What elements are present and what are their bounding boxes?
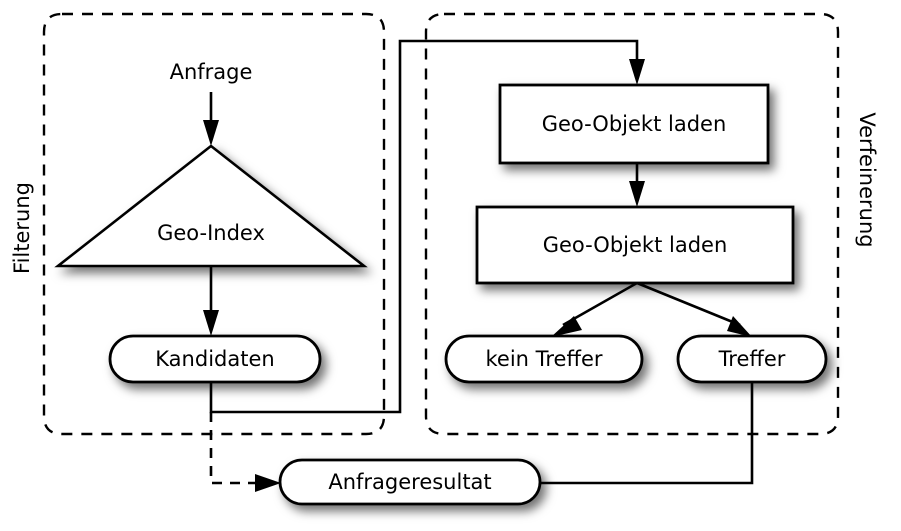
node-geo-objekt-laden-2[interactable]: Geo-Objekt laden xyxy=(475,205,795,285)
node-geo-objekt-laden-1[interactable]: Geo-Objekt laden xyxy=(498,83,770,165)
node-kandidaten[interactable]: Kandidaten xyxy=(108,334,322,384)
arrow-head-icon xyxy=(629,59,645,85)
geo-objekt-laden-2-shape xyxy=(475,205,795,285)
node-treffer[interactable]: Treffer xyxy=(676,334,828,384)
arrow-head-icon xyxy=(551,316,582,337)
node-kein-treffer[interactable]: kein Treffer xyxy=(444,334,644,384)
edge-geo-objekt-laden-2-to-treffer xyxy=(636,281,752,337)
edge-line xyxy=(209,39,639,414)
kandidaten-shape xyxy=(108,334,322,384)
phase-verfeinerung-label: Verfeinerung xyxy=(855,112,879,247)
node-treffer-label: Treffer xyxy=(718,347,786,371)
node-anfrage[interactable]: Anfrage xyxy=(170,60,253,84)
edge-line xyxy=(636,281,741,327)
node-anfrage-label: Anfrage xyxy=(170,60,253,84)
edge-anfrage-to-geo-index xyxy=(203,92,219,146)
phase-filterung: Filterung xyxy=(10,12,386,436)
edge-geo-objekt-laden-2-to-kein-treffer xyxy=(551,281,638,337)
treffer-shape xyxy=(676,334,828,384)
edge-kandidaten-to-geo-objekt-laden-1 xyxy=(209,39,645,414)
node-geo-objekt-laden-1-label: Geo-Objekt laden xyxy=(542,112,727,136)
arrow-head-icon xyxy=(255,474,281,492)
edge-line xyxy=(540,382,754,485)
arrow-head-icon xyxy=(727,316,752,337)
phase-filterung-border xyxy=(42,12,386,436)
node-geo-objekt-laden-2-label: Geo-Objekt laden xyxy=(543,233,728,257)
edge-treffer-to-anfrageresultat xyxy=(540,382,754,485)
kein-treffer-shape xyxy=(444,334,644,384)
node-kandidaten-label: Kandidaten xyxy=(155,347,274,371)
node-kein-treffer-label: kein Treffer xyxy=(485,347,602,371)
node-anfrageresultat-label: Anfrageresultat xyxy=(328,470,491,494)
edge-geo-objekt-laden-1-to-2 xyxy=(629,163,645,207)
arrow-head-icon xyxy=(203,310,219,336)
arrow-head-icon xyxy=(203,120,219,146)
node-geo-index[interactable]: Geo-Index xyxy=(54,144,368,268)
edge-geo-index-to-kandidaten xyxy=(203,266,219,336)
phase-verfeinerung: Verfeinerung xyxy=(424,12,879,436)
edge-line xyxy=(562,281,638,327)
arrow-head-icon xyxy=(629,181,645,207)
edge-line xyxy=(209,412,256,485)
node-anfrageresultat[interactable]: Anfrageresultat xyxy=(278,458,542,506)
node-geo-index-label: Geo-Index xyxy=(157,221,265,245)
geo-index-triangle xyxy=(54,144,368,268)
geo-objekt-laden-1-shape xyxy=(498,83,770,165)
edge-kandidaten-to-anfrageresultat xyxy=(209,412,281,492)
anfrageresultat-shape xyxy=(278,458,542,506)
phase-filterung-label: Filterung xyxy=(10,182,34,274)
